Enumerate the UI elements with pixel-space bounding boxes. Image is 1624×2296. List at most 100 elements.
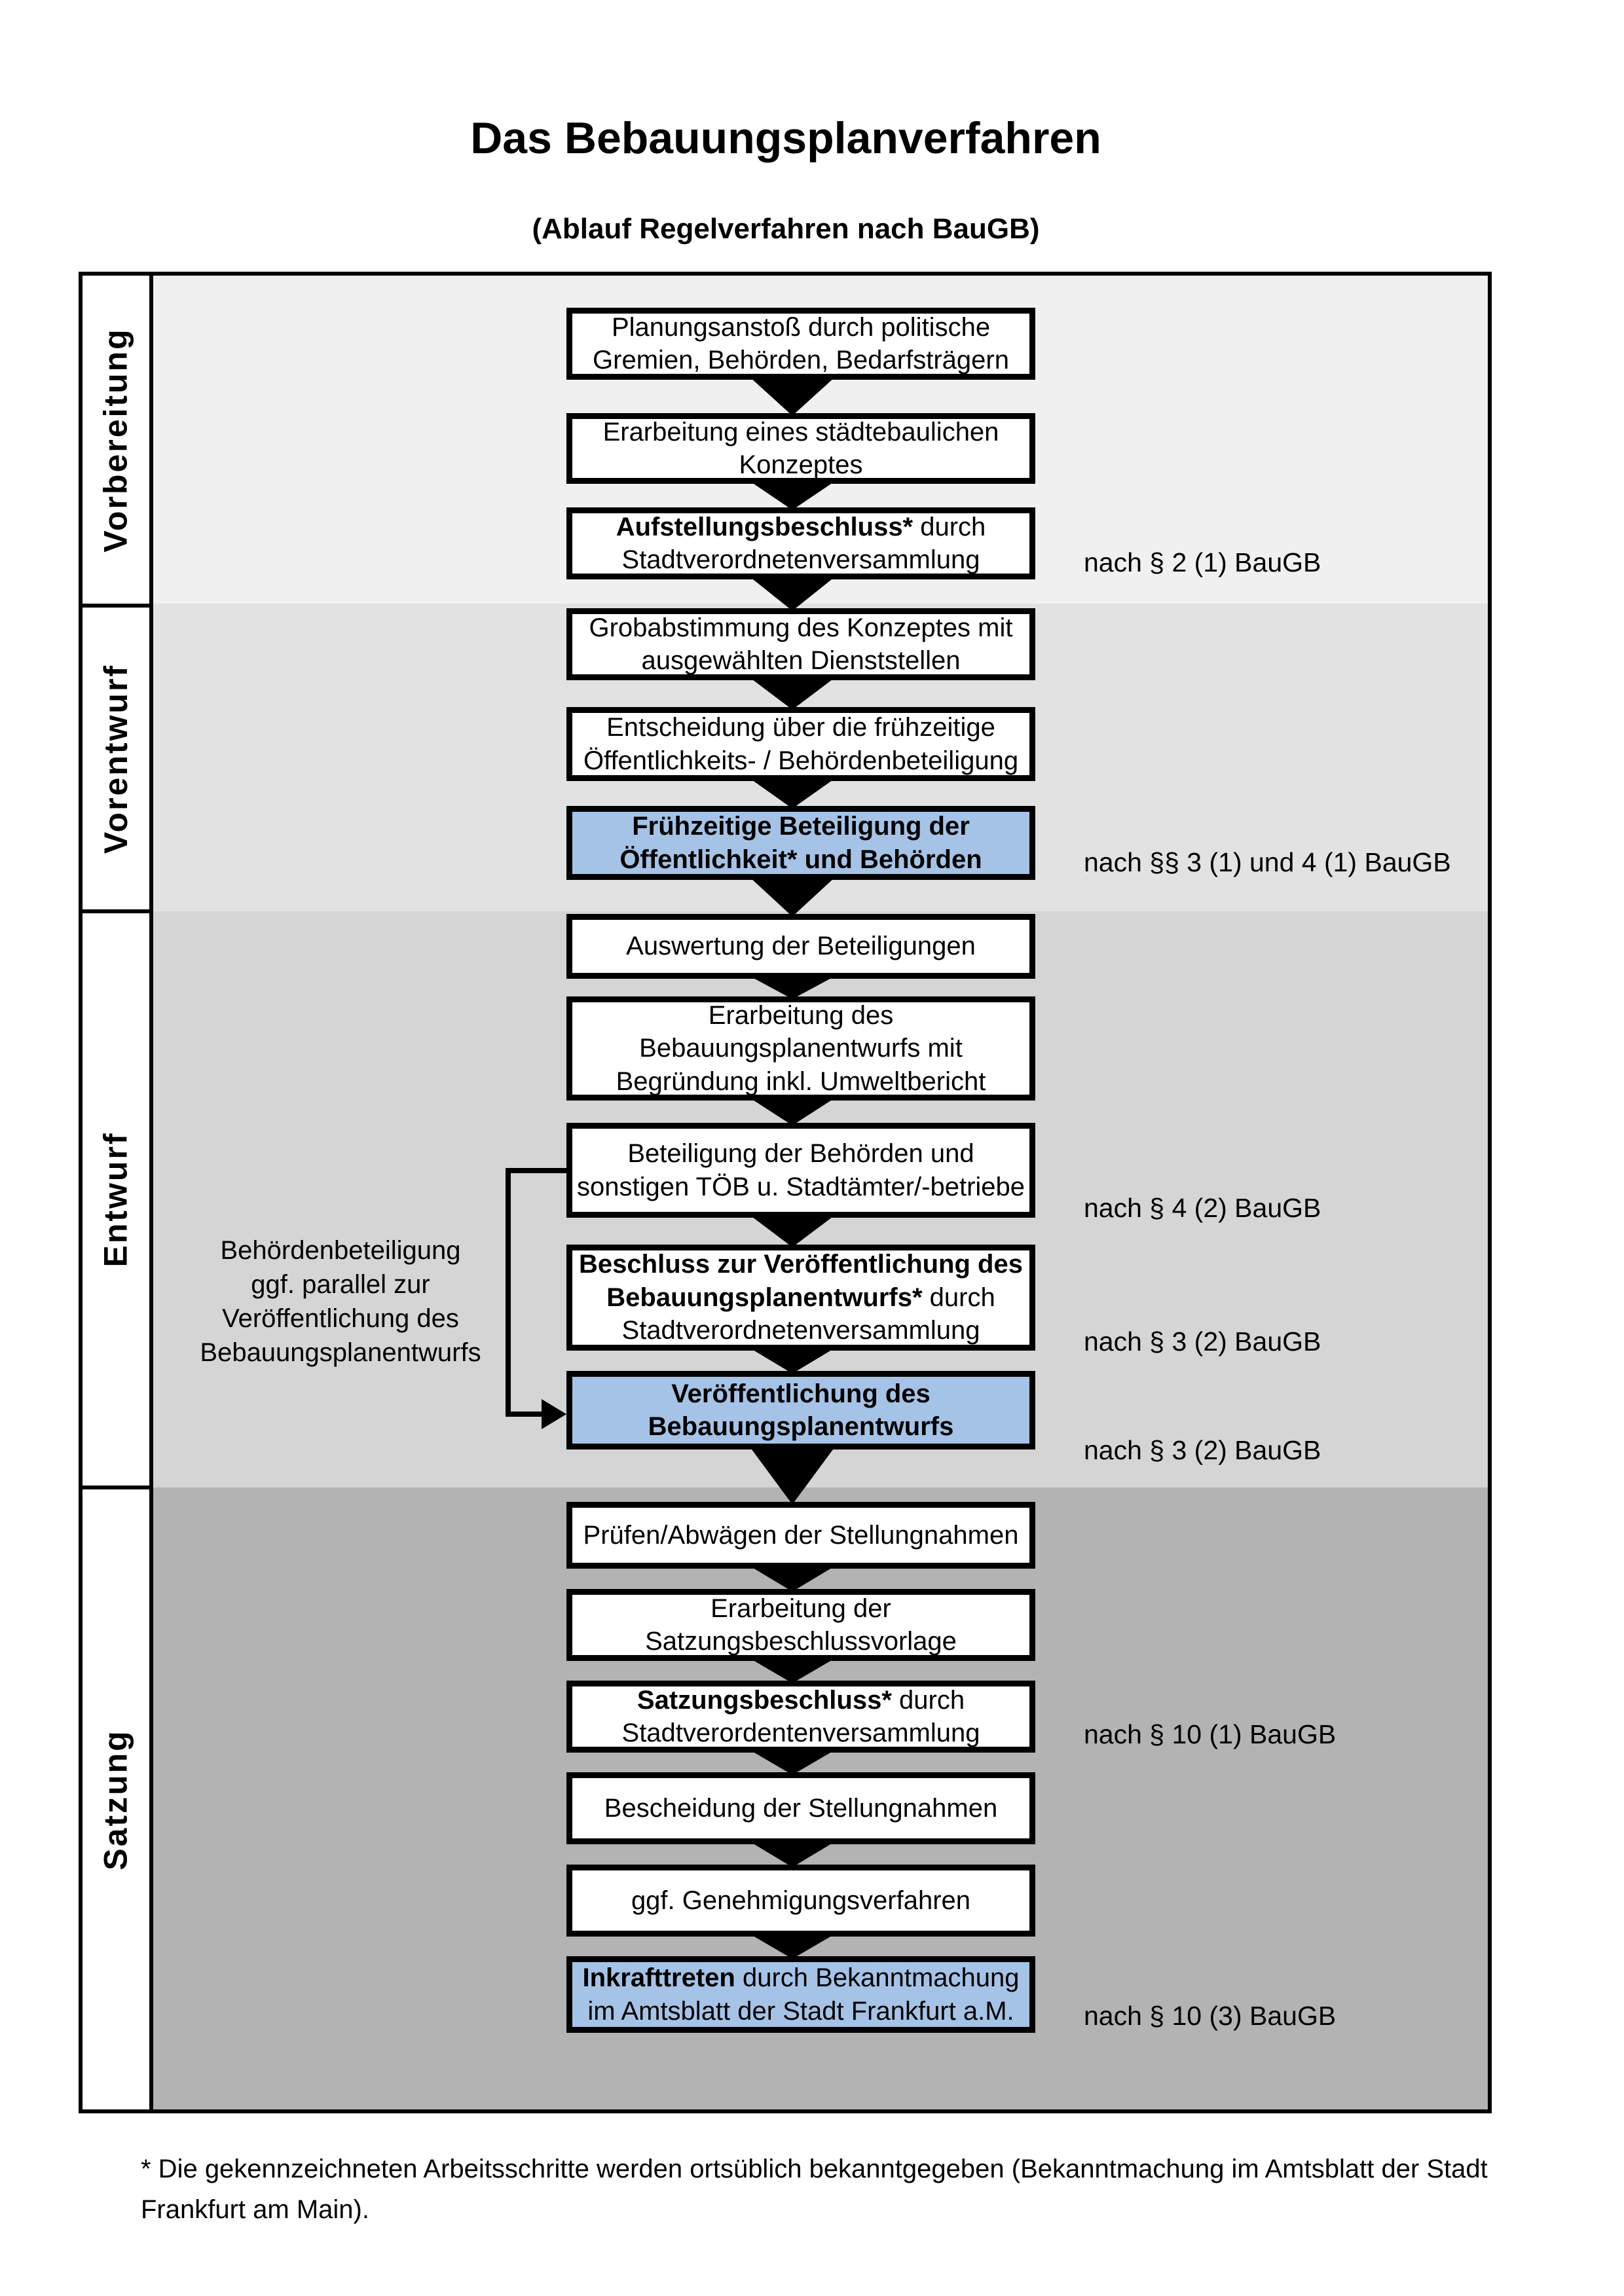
flow-step-line: Inkrafttreten durch Bekanntmachung bbox=[582, 1961, 1019, 1994]
flow-step-text: ggf. Genehmigungsverfahren bbox=[631, 1886, 971, 1915]
flow-step-line: Entscheidung über die frühzeitige bbox=[606, 711, 995, 744]
flow-step-text: Prüfen/Abwägen der Stellungnahmen bbox=[583, 1520, 1019, 1550]
flow-step-line: Öffentlichkeits- / Behördenbeteiligung bbox=[583, 744, 1018, 777]
flow-step-text: Beteiligung der Behörden und bbox=[627, 1139, 974, 1169]
side-note: Behördenbeteiligung ggf. parallel zur Ve… bbox=[177, 1233, 504, 1370]
flow-step-text: Entscheidung über die frühzeitige bbox=[606, 713, 995, 742]
flow-step-text: Erarbeitung der bbox=[710, 1594, 891, 1623]
flow-step-text: Stadtverordnetenversammlung bbox=[621, 545, 980, 574]
flow-step-text: Planungsanstoß durch politische bbox=[611, 312, 991, 342]
flow-step-text: Begründung inkl. Umweltbericht bbox=[616, 1066, 986, 1096]
flow-step-line: Beschluss zur Veröffentlichung des bbox=[579, 1248, 1023, 1281]
down-arrow-icon bbox=[750, 678, 835, 710]
flow-step-line: Satzungsbeschlussvorlage bbox=[645, 1625, 957, 1658]
flow-step: Auswertung der Beteiligungen bbox=[566, 914, 1035, 979]
page-subtitle: (Ablauf Regelverfahren nach BauGB) bbox=[532, 213, 1040, 245]
flow-step: Prüfen/Abwägen der Stellungnahmen bbox=[566, 1502, 1035, 1569]
flow-step-line: Bebauungsplanentwurfs mit bbox=[639, 1032, 963, 1065]
down-arrow-icon bbox=[750, 577, 835, 611]
flow-step-line: Stadtverordnetenversammlung bbox=[622, 543, 980, 576]
flow-step-text: durch bbox=[922, 1283, 995, 1312]
side-note-line: Veröffentlichung des bbox=[222, 1304, 459, 1333]
flow-step-line: Gremien, Behörden, Bedarfsträgern bbox=[593, 344, 1009, 376]
down-arrow-icon bbox=[750, 1215, 835, 1247]
flow-step-line: Bescheidung der Stellungnahmen bbox=[604, 1792, 997, 1825]
flow-step-line: Frühzeitige Beteiligung der bbox=[632, 810, 970, 843]
flow-step-line: Veröffentlichung des bbox=[671, 1377, 931, 1410]
flow-step-text: durch Bekanntmachung bbox=[735, 1963, 1020, 1993]
flow-step: Bescheidung der Stellungnahmen bbox=[566, 1772, 1035, 1844]
flow-step-line: Bebauungsplanentwurfs* durch bbox=[606, 1281, 995, 1314]
flow-step-text: Bebauungsplanentwurfs mit bbox=[639, 1034, 963, 1063]
flow-step-text: Inkrafttreten bbox=[582, 1963, 735, 1993]
flow-step-text: Öffentlichkeit* und Behörden bbox=[619, 845, 982, 874]
flow-step-line: ausgewählten Dienststellen bbox=[642, 644, 961, 677]
flow-step-line: ggf. Genehmigungsverfahren bbox=[631, 1884, 970, 1917]
flow-step-line: sonstigen TÖB u. Stadtämter/-betriebe bbox=[577, 1171, 1025, 1203]
phase-cell-entwurf: Entwurf bbox=[79, 909, 153, 1489]
flow-step-line: Stadtverordentenversammlung bbox=[622, 1717, 980, 1749]
connector-arrowhead-icon bbox=[542, 1399, 566, 1429]
flow-step-text: Veröffentlichung des bbox=[671, 1379, 931, 1408]
flow-step-text: durch bbox=[891, 1685, 965, 1715]
down-arrow-icon bbox=[750, 1842, 835, 1867]
down-arrow-icon bbox=[750, 1447, 835, 1504]
flow-step-text: Beschluss zur Veröffentlichung des bbox=[579, 1250, 1023, 1279]
flow-step-text: Erarbeitung eines städtebaulichen bbox=[602, 417, 999, 446]
flow-step-text: Auswertung der Beteiligungen bbox=[626, 932, 976, 961]
flow-step-text: Stadtverordnetenversammlung bbox=[621, 1316, 980, 1345]
phase-cell-satzung: Satzung bbox=[79, 1485, 153, 2113]
flow-step: ggf. Genehmigungsverfahren bbox=[566, 1865, 1035, 1937]
down-arrow-icon bbox=[750, 778, 835, 809]
flow-step-line: Erarbeitung der bbox=[710, 1592, 891, 1625]
flow-step-text: durch bbox=[913, 512, 986, 541]
flow-step-text: Aufstellungsbeschluss* bbox=[616, 512, 913, 541]
flow-step-line: im Amtsblatt der Stadt Frankfurt a.M. bbox=[587, 1995, 1014, 2028]
down-arrow-icon bbox=[750, 976, 835, 999]
connector-line-vertical bbox=[506, 1168, 511, 1417]
down-arrow-icon bbox=[750, 481, 835, 510]
flow-step-line: Prüfen/Abwägen der Stellungnahmen bbox=[583, 1519, 1019, 1552]
down-arrow-icon bbox=[750, 1934, 835, 1959]
down-arrow-icon bbox=[750, 1098, 835, 1125]
side-note-line: ggf. parallel zur bbox=[251, 1270, 430, 1299]
legal-annotation: nach §§ 3 (1) und 4 (1) BauGB bbox=[1084, 847, 1451, 877]
flow-step-line: Planungsanstoß durch politische bbox=[612, 311, 990, 344]
flow-step-line: Erarbeitung des bbox=[709, 999, 893, 1032]
flow-step-line: Stadtverordnetenversammlung bbox=[622, 1314, 980, 1347]
down-arrow-icon bbox=[750, 877, 835, 917]
flow-step-line: Satzungsbeschluss* durch bbox=[637, 1684, 965, 1717]
legal-annotation: nach § 10 (1) BauGB bbox=[1084, 1719, 1337, 1749]
down-arrow-icon bbox=[750, 377, 835, 416]
flow-step-line: Grobabstimmung des Konzeptes mit bbox=[589, 611, 1013, 644]
flow-step-line: Erarbeitung eines städtebaulichen bbox=[603, 416, 999, 448]
flow-step-text: Satzungsbeschluss* bbox=[637, 1685, 892, 1715]
side-note-line: Behördenbeteiligung bbox=[220, 1236, 461, 1265]
legal-annotation: nach § 4 (2) BauGB bbox=[1084, 1193, 1321, 1223]
flow-step-line: Konzeptes bbox=[739, 448, 862, 481]
flow-step-text: Bescheidung der Stellungnahmen bbox=[604, 1793, 998, 1823]
legal-annotation: nach § 10 (3) BauGB bbox=[1084, 2001, 1337, 2031]
legal-annotation: nach § 3 (2) BauGB bbox=[1084, 1326, 1321, 1357]
down-arrow-icon bbox=[750, 1750, 835, 1775]
flow-step-text: ausgewählten Dienststellen bbox=[641, 646, 961, 675]
flow-step-text: im Amtsblatt der Stadt Frankfurt a.M. bbox=[587, 1996, 1014, 2026]
flow-step-text: Frühzeitige Beteiligung der bbox=[632, 812, 970, 841]
flow-step-text: Satzungsbeschlussvorlage bbox=[645, 1627, 957, 1656]
side-note-line: Bebauungsplanentwurfs bbox=[200, 1338, 481, 1367]
flow-step-line: Aufstellungsbeschluss* durch bbox=[616, 511, 986, 543]
page-title: Das Bebauungsplanverfahren bbox=[470, 113, 1101, 163]
flow-step-text: Öffentlichkeits- / Behördenbeteiligung bbox=[583, 746, 1019, 775]
down-arrow-icon bbox=[750, 1566, 835, 1592]
